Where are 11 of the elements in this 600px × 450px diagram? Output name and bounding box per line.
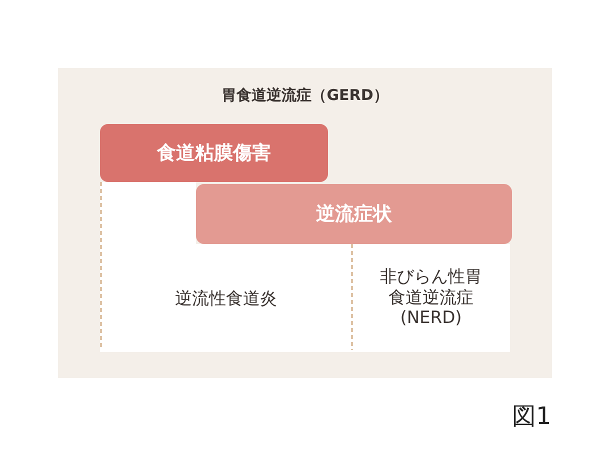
title-text: 胃食道逆流症（GERD） — [220, 86, 390, 105]
label-box — [196, 184, 512, 244]
panel-background — [58, 68, 552, 378]
box-label: 食道粘膜傷害 — [157, 141, 271, 166]
label-box — [100, 124, 328, 182]
region-panel — [352, 244, 510, 352]
region-label: 逆流性食道炎 — [175, 288, 277, 310]
region-panel — [100, 244, 352, 352]
figure-number: 図1 — [512, 401, 552, 432]
box-label: 逆流症状 — [316, 202, 392, 227]
region-label: 非びらん性胃食道逆流症(NERD) — [379, 267, 483, 329]
